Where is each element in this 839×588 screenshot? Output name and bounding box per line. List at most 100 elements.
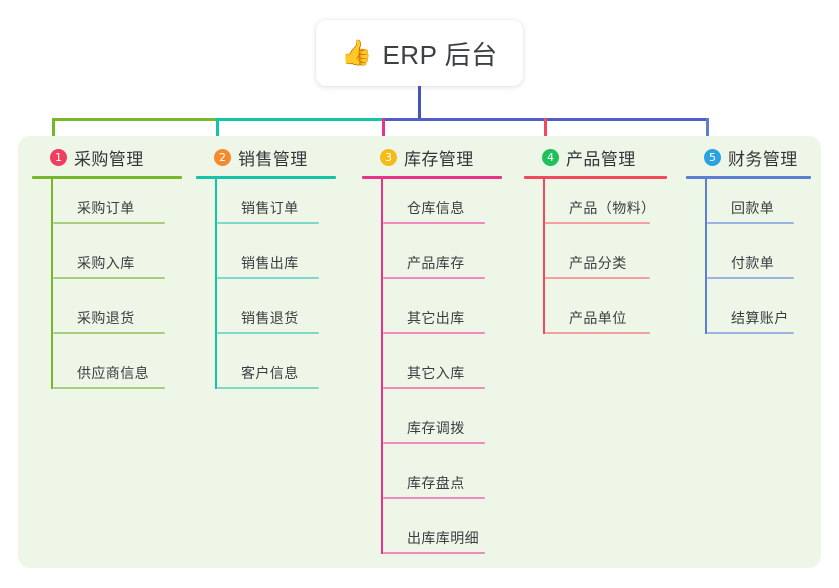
leaf-item[interactable]: 销售出库 xyxy=(217,234,336,289)
column-2: 2 销售管理销售订单销售出库销售退货客户信息 xyxy=(196,144,336,399)
leaf-item[interactable]: 产品（物料） xyxy=(545,179,667,234)
leaf-item[interactable]: 客户信息 xyxy=(217,344,336,399)
column-header-rule xyxy=(196,176,336,179)
column-header-3[interactable]: 3 库存管理 xyxy=(362,144,502,170)
leaf-rule xyxy=(707,222,794,224)
connector-bar-left xyxy=(52,118,219,121)
leaf-rule xyxy=(217,277,319,279)
branch-1: 采购订单采购入库采购退货供应商信息 xyxy=(32,179,182,399)
leaf-label: 销售出库 xyxy=(241,255,299,271)
leaf-item[interactable]: 供应商信息 xyxy=(53,344,182,399)
root-node-card[interactable]: 👍 ERP 后台 xyxy=(316,20,523,86)
leaf-item[interactable]: 出库库明细 xyxy=(383,509,502,564)
leaf-rule xyxy=(383,277,485,279)
number-badge-icon: 3 xyxy=(380,148,397,166)
drop-stem-5 xyxy=(706,118,709,146)
leaf-label: 产品分类 xyxy=(569,255,627,271)
leaf-item[interactable]: 回款单 xyxy=(707,179,811,234)
leaf-rule xyxy=(545,332,650,334)
leaf-label: 产品单位 xyxy=(569,310,627,326)
leaf-rule xyxy=(383,332,485,334)
number-badge-icon: 2 xyxy=(214,148,231,166)
branch-5: 回款单付款单结算账户 xyxy=(686,179,811,344)
column-3: 3 库存管理仓库信息产品库存其它出库其它入库库存调拨库存盘点出库库明细 xyxy=(362,144,502,564)
column-title: 库存管理 xyxy=(404,149,474,169)
leaf-item[interactable]: 采购入库 xyxy=(53,234,182,289)
column-header-4[interactable]: 4 产品管理 xyxy=(524,144,667,170)
column-header-5[interactable]: 5 财务管理 xyxy=(686,144,811,170)
leaf-label: 供应商信息 xyxy=(77,365,149,381)
branch-3: 仓库信息产品库存其它出库其它入库库存调拨库存盘点出库库明细 xyxy=(362,179,502,564)
branch-spine xyxy=(51,179,53,389)
drop-stem-4 xyxy=(544,118,547,146)
column-title: 销售管理 xyxy=(238,149,308,169)
leaf-rule xyxy=(217,387,319,389)
leaf-label: 库存调拨 xyxy=(407,420,465,436)
leaf-label: 销售订单 xyxy=(241,200,299,216)
branch-spine xyxy=(381,179,383,554)
leaf-label: 其它入库 xyxy=(407,365,465,381)
leaf-label: 结算账户 xyxy=(731,310,789,326)
branch-spine xyxy=(215,179,217,389)
leaf-label: 付款单 xyxy=(731,255,775,271)
leaf-label: 采购订单 xyxy=(77,200,135,216)
leaf-item[interactable]: 其它入库 xyxy=(383,344,502,399)
leaf-item[interactable]: 其它出库 xyxy=(383,289,502,344)
column-title: 产品管理 xyxy=(566,149,636,169)
root-stem xyxy=(418,86,421,121)
leaf-label: 销售退货 xyxy=(241,310,299,326)
leaf-item[interactable]: 销售订单 xyxy=(217,179,336,234)
leaf-item[interactable]: 仓库信息 xyxy=(383,179,502,234)
leaf-item[interactable]: 库存调拨 xyxy=(383,399,502,454)
leaf-rule xyxy=(383,497,485,499)
leaf-label: 出库库明细 xyxy=(407,530,479,546)
column-header-rule xyxy=(524,176,667,179)
column-5: 5 财务管理回款单付款单结算账户 xyxy=(686,144,811,344)
leaf-item[interactable]: 结算账户 xyxy=(707,289,811,344)
leaf-label: 库存盘点 xyxy=(407,475,465,491)
column-1: 1 采购管理采购订单采购入库采购退货供应商信息 xyxy=(32,144,182,399)
branch-spine xyxy=(705,179,707,334)
leaf-rule xyxy=(53,332,165,334)
leaf-item[interactable]: 销售退货 xyxy=(217,289,336,344)
column-header-rule xyxy=(362,176,502,179)
leaf-item[interactable]: 库存盘点 xyxy=(383,454,502,509)
leaf-item[interactable]: 产品分类 xyxy=(545,234,667,289)
leaf-rule xyxy=(217,332,319,334)
leaf-rule xyxy=(545,222,650,224)
number-badge-icon: 4 xyxy=(542,148,559,166)
column-title: 财务管理 xyxy=(728,149,798,169)
leaf-label: 仓库信息 xyxy=(407,200,465,216)
leaf-rule xyxy=(545,277,650,279)
column-header-2[interactable]: 2 销售管理 xyxy=(196,144,336,170)
leaf-label: 回款单 xyxy=(731,200,775,216)
leaf-item[interactable]: 产品库存 xyxy=(383,234,502,289)
column-4: 4 产品管理产品（物料） 产品分类产品单位 xyxy=(524,144,667,344)
diagram-panel xyxy=(18,136,821,568)
leaf-label: 客户信息 xyxy=(241,365,299,381)
leaf-item[interactable]: 付款单 xyxy=(707,234,811,289)
leaf-rule xyxy=(53,277,165,279)
leaf-item[interactable]: 采购订单 xyxy=(53,179,182,234)
drop-stem-2 xyxy=(216,118,219,146)
leaf-label: 产品（物料） xyxy=(569,200,656,216)
number-badge-icon: 5 xyxy=(704,148,721,166)
leaf-rule xyxy=(383,442,485,444)
drop-stem-3 xyxy=(382,118,385,146)
branch-2: 销售订单销售出库销售退货客户信息 xyxy=(196,179,336,399)
leaf-item[interactable]: 采购退货 xyxy=(53,289,182,344)
column-title: 采购管理 xyxy=(74,149,144,169)
drop-stem-1 xyxy=(52,118,55,146)
connector-bar-mid xyxy=(216,118,385,121)
leaf-rule xyxy=(383,222,485,224)
leaf-label: 产品库存 xyxy=(407,255,465,271)
leaf-item[interactable]: 产品单位 xyxy=(545,289,667,344)
leaf-label: 其它出库 xyxy=(407,310,465,326)
leaf-rule xyxy=(53,222,165,224)
column-header-rule xyxy=(686,176,811,179)
leaf-label: 采购入库 xyxy=(77,255,135,271)
root-node-title: ERP 后台 xyxy=(382,39,498,70)
thumbs-up-icon: 👍 xyxy=(341,38,373,67)
column-header-1[interactable]: 1 采购管理 xyxy=(32,144,182,170)
number-badge-icon: 1 xyxy=(50,148,67,166)
